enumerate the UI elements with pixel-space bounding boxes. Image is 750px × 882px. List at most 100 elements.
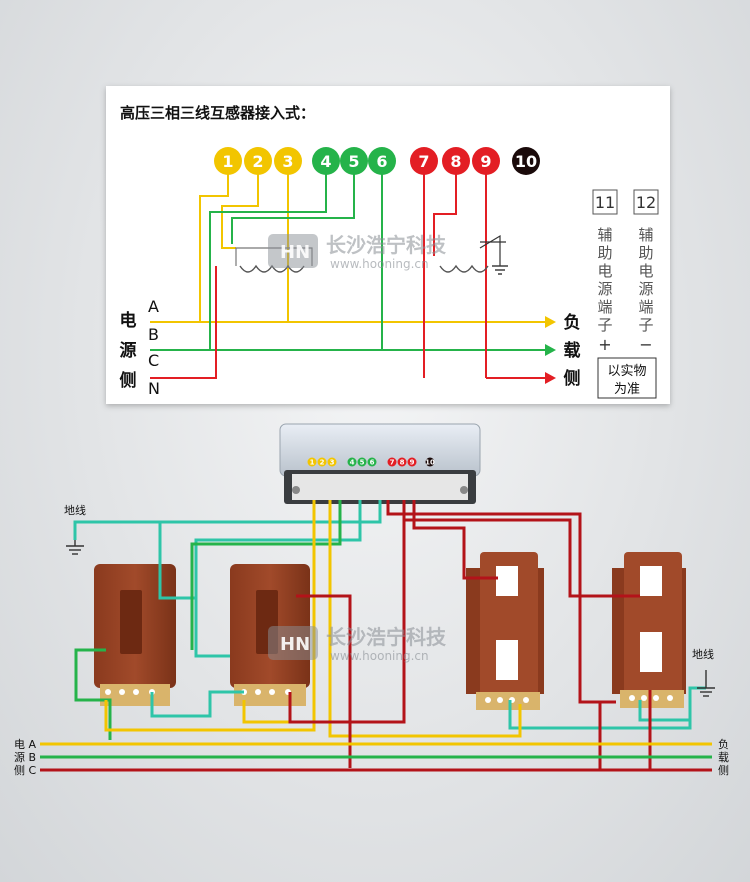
aux-terminal-12: 12 辅 助 电 源 端 子 −	[633, 189, 659, 354]
logo-icon	[268, 234, 318, 268]
ground-left-label: 地线	[64, 503, 86, 517]
meter-terminal-num-9: 9	[410, 459, 415, 467]
terminal-circle-2	[244, 147, 272, 175]
terminal-circle-8	[442, 147, 470, 175]
aux-num: 11	[595, 193, 615, 212]
terminal-label-1: 1	[222, 152, 233, 171]
meter-terminal-dot-8	[397, 457, 407, 467]
svg-text:HN: HN	[280, 242, 310, 263]
aux-char: 辅	[597, 226, 612, 244]
meter-terminal-num-1: 1	[310, 459, 315, 467]
arrow-b-icon	[545, 344, 556, 356]
bus-label-a: 电 A	[14, 738, 36, 751]
watermark-name: 长沙浩宁科技	[326, 233, 447, 257]
meter-terminal-num-2: 2	[320, 459, 325, 467]
aux-char: 助	[638, 244, 653, 262]
meter-terminal-dot-5	[357, 457, 367, 467]
meter-terminal-num-10: 10	[425, 459, 435, 467]
ct-left-1	[94, 564, 176, 706]
terminal-circle-1	[214, 147, 242, 175]
source-char: 源	[120, 340, 137, 361]
terminal-label-9: 9	[480, 152, 491, 171]
terminal-label-7: 7	[418, 152, 429, 171]
meter-terminal-num-3: 3	[330, 459, 335, 467]
terminal-circle-7	[410, 147, 438, 175]
aux-terminal-11: 11 辅 助 电 源 端 子 +	[592, 189, 618, 354]
meter-terminal-dot-2	[317, 457, 327, 467]
meter-terminal-dot-4	[347, 457, 357, 467]
load-side-label: 负 载 侧	[564, 312, 581, 389]
bus-load-label: 侧	[718, 764, 729, 777]
aux-char: 助	[597, 244, 612, 262]
phase-label: N	[148, 379, 160, 398]
phase-label: C	[148, 351, 159, 370]
meter-terminal-dot-1	[307, 457, 317, 467]
aux-sign: +	[598, 335, 611, 354]
source-side-label: 电 源 侧	[120, 310, 137, 391]
note-line: 为准	[614, 382, 640, 397]
terminal-circle-5	[340, 147, 368, 175]
terminal-label-3: 3	[282, 152, 293, 171]
bus-label-c: 侧 C	[14, 764, 36, 777]
arrow-a-icon	[545, 316, 556, 328]
source-char: 电	[120, 310, 137, 331]
terminal-circle-6	[368, 147, 396, 175]
logo-icon	[268, 626, 318, 660]
diagram-title: 高压三相三线互感器接入式：	[120, 104, 315, 122]
terminal-circle-9	[472, 147, 500, 175]
bus-load-label: 负	[718, 737, 729, 751]
svg-text:HN: HN	[280, 634, 310, 655]
watermark-name: 长沙浩宁科技	[326, 625, 447, 649]
aux-char: 辅	[638, 226, 653, 244]
load-char: 载	[564, 340, 581, 361]
meter-terminal-num-8: 8	[400, 459, 405, 467]
meter-terminal-num-6: 6	[370, 459, 375, 467]
phase-label: B	[148, 325, 159, 344]
meter-terminal-dot-6	[367, 457, 377, 467]
pt-right-1	[466, 552, 544, 710]
terminal-circle-10	[512, 147, 540, 175]
aux-sign: −	[639, 335, 652, 354]
meter-terminal-dot-3	[327, 457, 337, 467]
terminal-circle-3	[274, 147, 302, 175]
load-char: 侧	[564, 368, 581, 389]
meter-terminal-dot-10	[425, 457, 435, 467]
aux-char: 端	[638, 298, 653, 316]
photo-wires	[40, 500, 712, 772]
aux-char: 子	[597, 316, 612, 334]
terminal-label-4: 4	[320, 152, 331, 171]
watermark-url: www.hooning.cn	[330, 257, 429, 271]
meter-terminal-num-4: 4	[350, 459, 355, 467]
aux-char: 源	[638, 280, 653, 298]
ground-left-icon	[66, 540, 84, 555]
arrowheads	[545, 316, 556, 384]
pt-right-2	[612, 552, 686, 708]
watermark-bottom: HN 长沙浩宁科技 www.hooning.cn	[268, 625, 447, 663]
aux-char: 电	[597, 262, 612, 280]
watermark-top: HN 长沙浩宁科技 www.hooning.cn	[268, 233, 447, 271]
phase-label: A	[148, 297, 159, 316]
load-char: 负	[564, 312, 581, 333]
watermark-url: www.hooning.cn	[330, 649, 429, 663]
meter-terminal-num-5: 5	[360, 459, 365, 467]
terminal-label-8: 8	[450, 152, 461, 171]
source-char: 侧	[120, 370, 137, 391]
bus-label-b: 源 B	[14, 750, 36, 764]
meter-terminal-dot-9	[407, 457, 417, 467]
aux-char: 子	[638, 316, 653, 334]
bus-load-label: 载	[718, 751, 729, 764]
note-line: 以实物	[607, 364, 646, 379]
aux-num: 12	[636, 193, 656, 212]
terminal-label-6: 6	[376, 152, 387, 171]
terminal-label-10: 10	[515, 152, 537, 171]
ground-right-icon	[697, 670, 715, 697]
ground-right-label: 地线	[692, 647, 714, 661]
meter-terminal-num-7: 7	[390, 459, 395, 467]
aux-char: 电	[638, 262, 653, 280]
arrow-c-icon	[545, 372, 556, 384]
terminal-circle-4	[312, 147, 340, 175]
note-box: 以实物 为准	[597, 357, 657, 399]
